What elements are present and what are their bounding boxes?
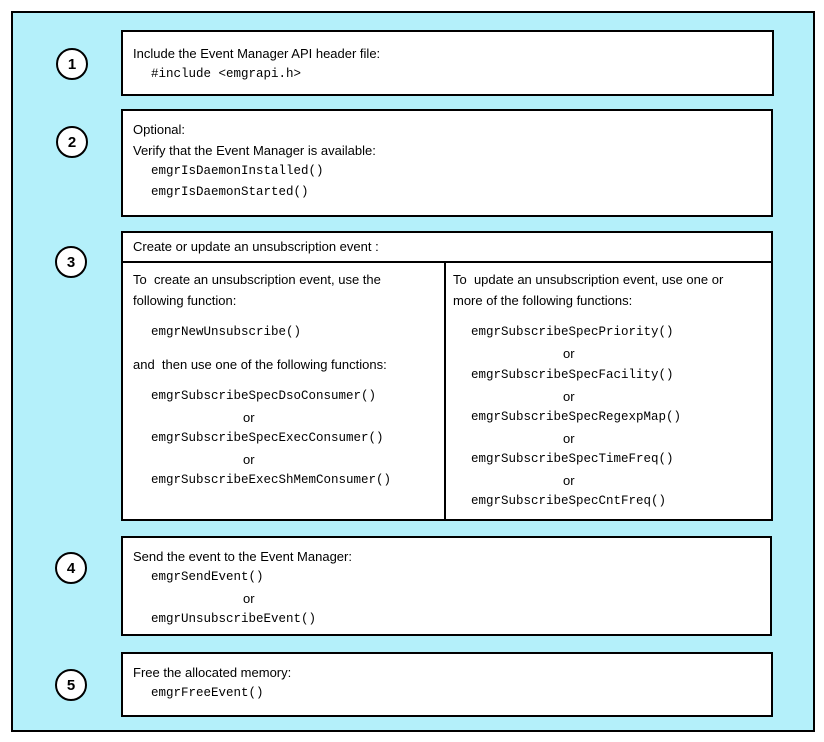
step-3-right-line2: more of the following functions:: [453, 293, 633, 308]
step-2-code2: emgrIsDaemonStarted(): [151, 185, 309, 199]
step-3-right-code2: emgrSubscribeSpecFacility(): [471, 368, 674, 382]
step-4-code2: emgrUnsubscribeEvent(): [151, 612, 317, 626]
step-3-right-code4: emgrSubscribeSpecTimeFreq(): [471, 452, 674, 466]
step-3-left-code-new: emgrNewUnsubscribe(): [151, 325, 302, 339]
step-4-box: [121, 536, 772, 636]
step-3-left-or1: or: [243, 410, 255, 425]
step-2-box: [121, 109, 773, 217]
step-2-line1: Optional:: [133, 122, 186, 137]
step-4-number: 4: [55, 552, 87, 584]
step-3-header: Create or update an unsubscription event…: [133, 239, 379, 254]
step-3-right-or4: or: [563, 473, 575, 488]
step-4-text: Send the event to the Event Manager:: [133, 549, 352, 564]
step-3-right-or3: or: [563, 431, 575, 446]
step-3-right-code3: emgrSubscribeSpecRegexpMap(): [471, 410, 682, 424]
step-1-number: 1: [56, 48, 88, 80]
step-3-right-line1: To update an unsubscription event, use o…: [453, 272, 724, 287]
step-3-left-then-text: and then use one of the following functi…: [133, 357, 387, 372]
step-3-left-or2: or: [243, 452, 255, 467]
step-5-code: emgrFreeEvent(): [151, 686, 264, 700]
step-1-text: Include the Event Manager API header fil…: [133, 46, 381, 61]
step-3-number: 3: [55, 246, 87, 278]
step-1-code: #include <emgrapi.h>: [151, 67, 302, 81]
step-3-divider: [121, 261, 773, 263]
step-3-column-divider: [444, 262, 446, 521]
step-2-code1: emgrIsDaemonInstalled(): [151, 164, 324, 178]
step-5-text: Free the allocated memory:: [133, 665, 292, 680]
step-3-right-code5: emgrSubscribeSpecCntFreq(): [471, 494, 667, 508]
step-2-number: 2: [56, 126, 88, 158]
step-4-code1: emgrSendEvent(): [151, 570, 264, 584]
step-3-box: [121, 231, 773, 521]
step-2-line2: Verify that the Event Manager is availab…: [133, 143, 376, 158]
step-3-right-code1: emgrSubscribeSpecPriority(): [471, 325, 674, 339]
step-5-number: 5: [55, 669, 87, 701]
step-3-left-line1: To create an unsubscription event, use t…: [133, 272, 381, 287]
step-3-left-code2: emgrSubscribeSpecExecConsumer(): [151, 431, 384, 445]
step-1-box: [121, 30, 774, 96]
step-3-right-or1: or: [563, 346, 575, 361]
step-5-box: [121, 652, 773, 717]
step-3-left-line2: following function:: [133, 293, 237, 308]
step-3-right-or2: or: [563, 389, 575, 404]
step-3-left-code3: emgrSubscribeExecShMemConsumer(): [151, 473, 392, 487]
step-4-or1: or: [243, 591, 255, 606]
step-3-left-code1: emgrSubscribeSpecDsoConsumer(): [151, 389, 377, 403]
